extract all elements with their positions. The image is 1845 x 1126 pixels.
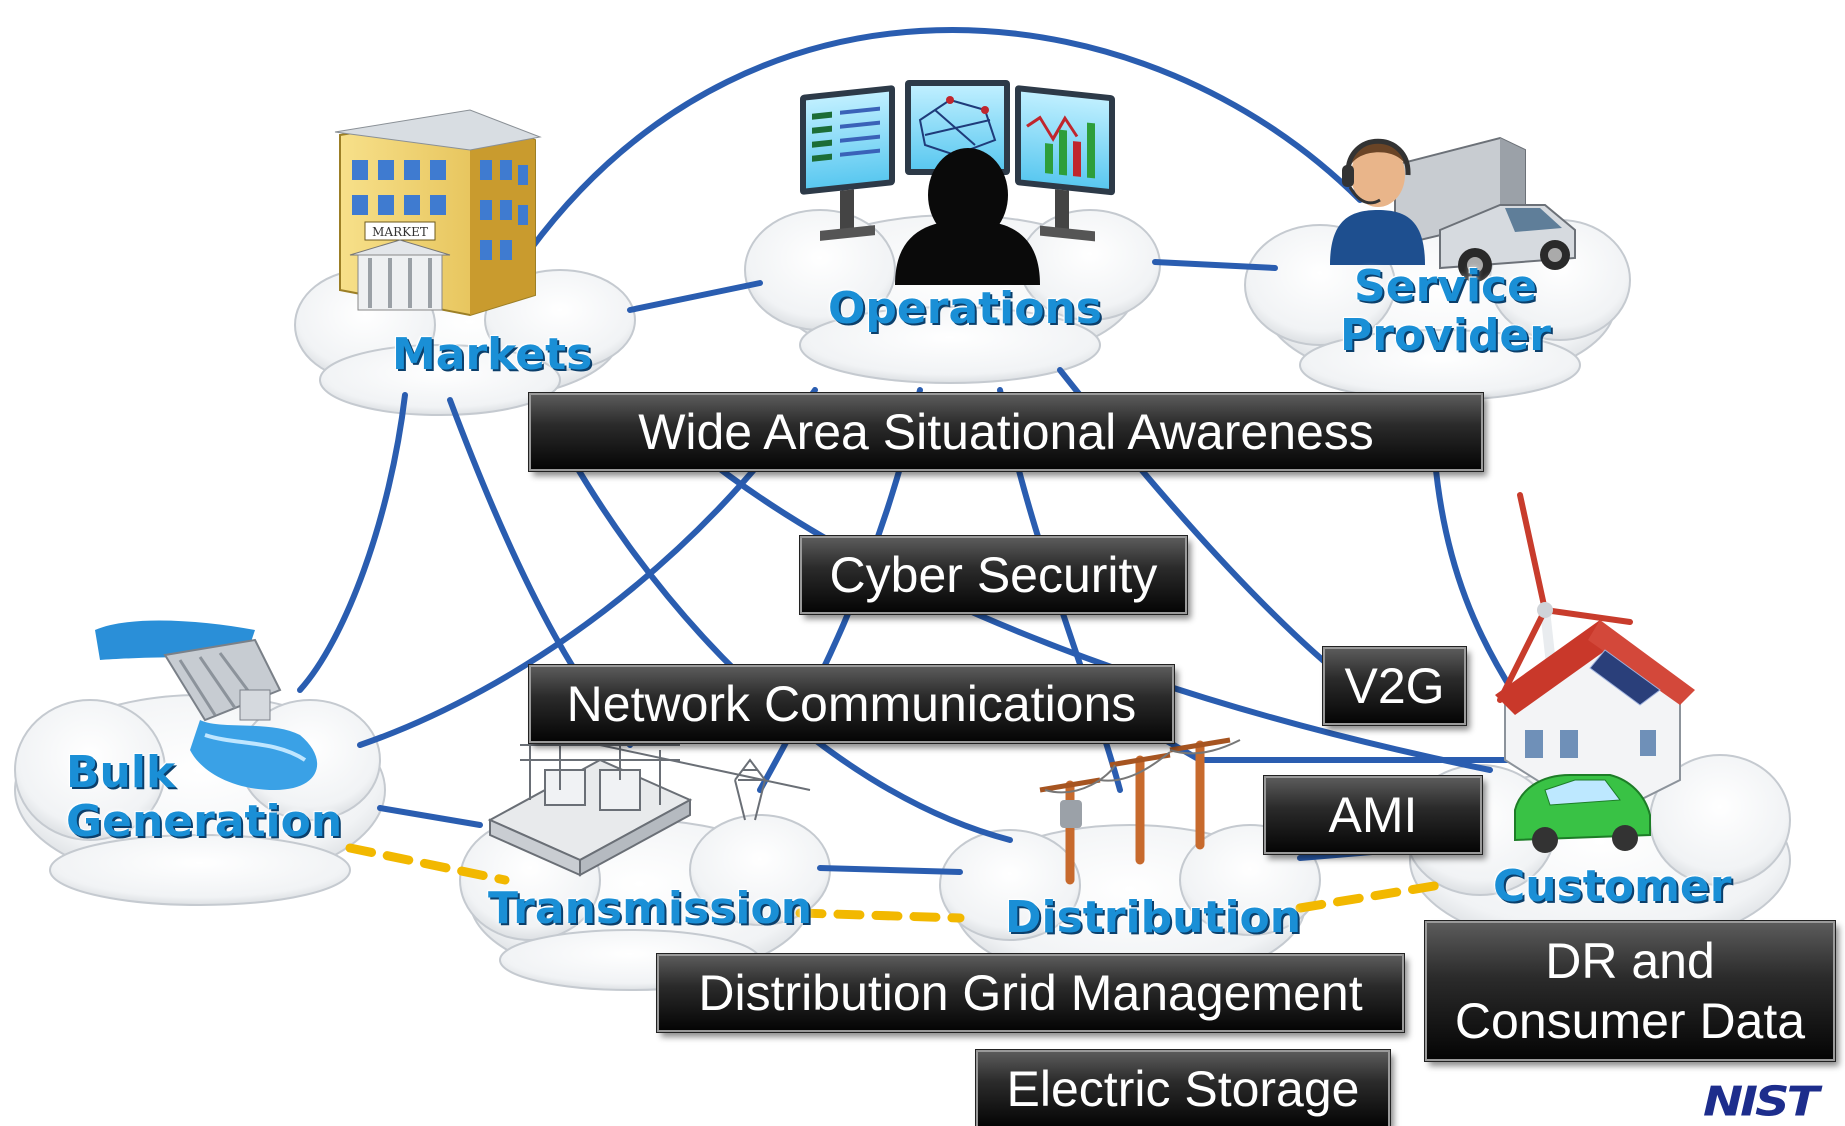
bulk-generation-line-1: Bulk bbox=[66, 747, 176, 798]
power-flow-links bbox=[345, 843, 1445, 923]
distribution-grid-management-box: Distribution Grid Management bbox=[656, 953, 1405, 1033]
bulk-generation-label: Bulk Generation bbox=[66, 748, 342, 847]
service-provider-line-1: Service bbox=[1354, 261, 1537, 312]
customer-label: Customer bbox=[1493, 861, 1732, 912]
electric-storage-box: Electric Storage bbox=[975, 1049, 1391, 1126]
network-communications-box: Network Communications bbox=[528, 664, 1175, 744]
bulk-generation-line-2: Generation bbox=[66, 796, 343, 848]
control-room-icon bbox=[800, 80, 1115, 285]
svg-text:MARKET: MARKET bbox=[372, 225, 428, 239]
transmission-label: Transmission bbox=[488, 883, 813, 934]
markets-label: Markets bbox=[392, 329, 593, 380]
distribution-cloud bbox=[939, 824, 1321, 986]
v2g-box: V2G bbox=[1322, 646, 1467, 726]
operations-label: Operations bbox=[828, 283, 1102, 334]
distribution-label: Distribution bbox=[1005, 892, 1302, 943]
nist-logo: NIST bbox=[1703, 1078, 1819, 1126]
hydro-dam-icon bbox=[95, 620, 318, 790]
power-pole-icon bbox=[1039, 737, 1241, 885]
house-windturbine-car-icon bbox=[1495, 492, 1695, 853]
service-truck-icon bbox=[1330, 136, 1576, 282]
wide-area-situational-awareness-box: Wide Area Situational Awareness bbox=[528, 392, 1484, 472]
service-provider-line-2: Provider bbox=[1340, 310, 1551, 362]
substation-icon bbox=[487, 730, 811, 877]
dr-consumer-line-1: DR and bbox=[1545, 933, 1715, 989]
market-building-icon: MARKET bbox=[334, 109, 542, 317]
dr-and-consumer-data-box: DR and Consumer Data bbox=[1424, 920, 1836, 1062]
operations-cloud bbox=[744, 209, 1161, 384]
cyber-security-box: Cyber Security bbox=[799, 535, 1188, 615]
service-provider-label: Service Provider bbox=[1340, 262, 1551, 361]
dr-consumer-line-2: Consumer Data bbox=[1454, 993, 1806, 1049]
ami-box: AMI bbox=[1263, 775, 1483, 855]
